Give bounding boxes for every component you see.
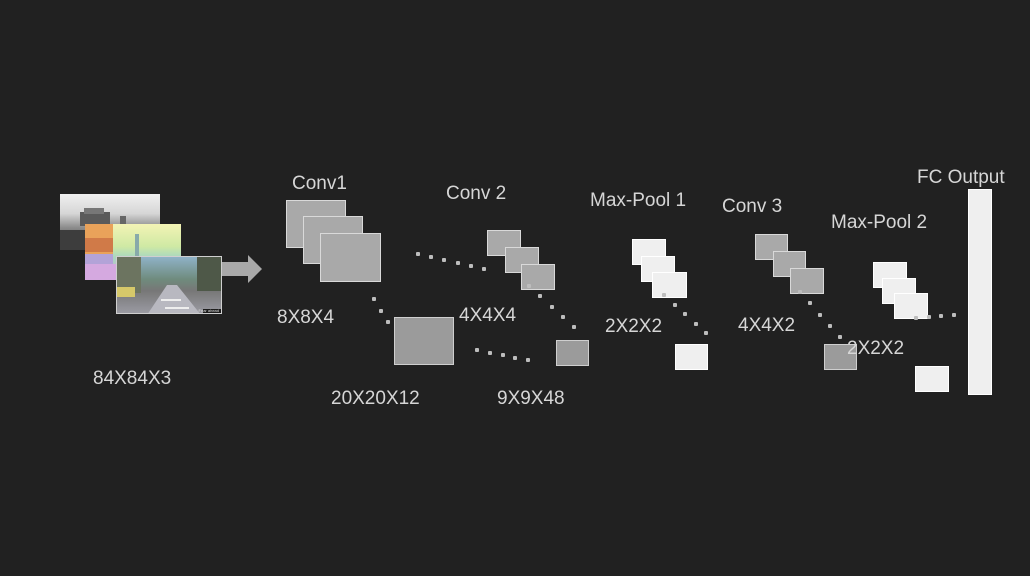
connector-dot [828,323,832,328]
connector-dot [560,314,565,319]
conv1-kernel-3 [320,233,381,282]
connector-dot [455,261,460,265]
connector-dot [416,252,420,256]
connector-dot [572,325,576,329]
connector-dot [808,301,812,306]
connector-dot [704,331,708,335]
conv2-title: Conv 2 [446,183,507,204]
connector-dot [683,312,687,316]
connector-dot [838,335,842,339]
connector-dot [500,353,505,357]
connector-dot [475,348,479,352]
connector-dot [798,290,802,294]
connector-dot [526,358,530,362]
connector-dot [513,355,518,360]
pool1-kernel-3 [652,272,687,298]
conv3-output-map [824,344,857,370]
connector-dot [429,255,434,259]
connector-dot [527,284,531,288]
connector-dot [379,308,383,313]
connector-dot [818,312,822,317]
conv2-kernel-label: 4X4X4 [459,305,517,326]
fc-output-title: FC Output [917,167,1005,188]
pool1-output-map [675,344,708,370]
conv3-title: Conv 3 [722,196,783,217]
connector-dot [693,321,698,326]
conv2-output-map [556,340,589,366]
pool1-kernel-label: 2X2X2 [605,316,663,337]
connector-dot [538,294,543,299]
conv3-kernel-3 [790,268,824,294]
pool2-title: Max-Pool 2 [831,212,928,233]
connector-dot [914,316,918,320]
pool2-output-map [915,366,949,392]
connector-dot [549,304,554,309]
photo-caption: Fear ahead [198,308,219,313]
pool2-kernel-3 [894,293,928,319]
conv1-output-label: 20X20X12 [331,388,420,409]
connector-dot [386,320,390,324]
input-size-label: 84X84X3 [93,368,172,389]
pool1-title: Max-Pool 1 [590,190,687,211]
connector-dot [939,314,944,318]
conv1-title: Conv1 [292,173,347,194]
connector-dot [442,258,447,262]
input-image-rgb: Fear ahead [116,256,222,314]
rgb-street-scene [117,257,221,313]
connector-dot [482,267,486,271]
fc-output-bar [968,189,992,395]
connector-dot [662,293,666,297]
connector-dot [487,350,492,355]
connector-dot [926,315,931,319]
connector-dot [372,297,376,301]
connector-dot [468,264,473,268]
connector-dot [952,313,956,317]
pool2-kernel-label: 2X2X2 [847,338,905,359]
conv1-output-map [394,317,454,365]
conv3-kernel-2 [773,251,806,277]
conv2-output-label: 9X9X48 [497,388,565,409]
connector-dot [672,302,677,307]
conv3-kernel-label: 4X4X2 [738,315,796,336]
conv2-kernel-3 [521,264,555,290]
right-arrow-icon [222,255,262,283]
conv1-kernel-label: 8X8X4 [277,307,335,328]
